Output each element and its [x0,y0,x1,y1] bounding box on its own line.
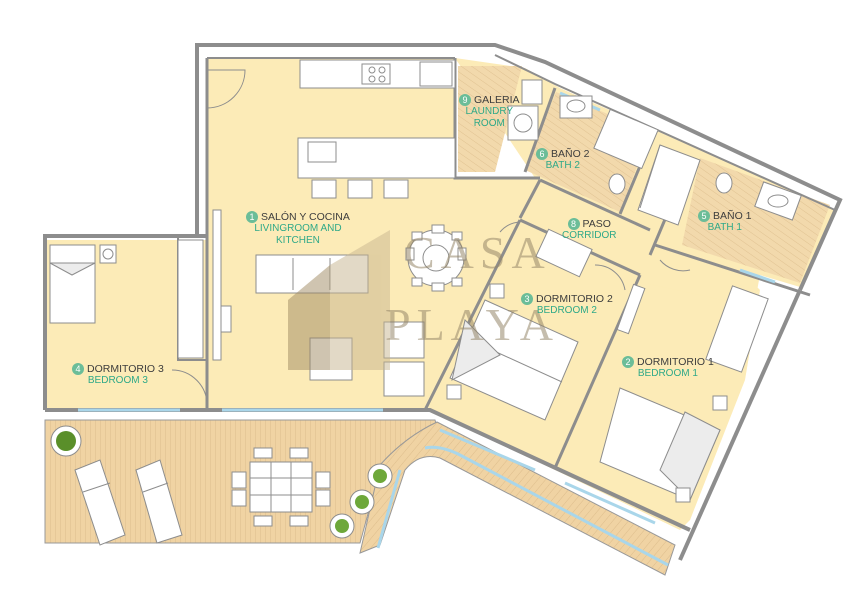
room-name-en: BATH 2 [545,160,580,171]
room-name-es: BAÑO 2 [551,148,590,160]
room-name-en: BEDROOM 3 [87,375,148,386]
laundry-floor [458,66,522,172]
laundry-machine [507,79,543,141]
room-name-en: LIVINGROOM AND [254,223,342,234]
dining-table [405,224,467,292]
windows [78,91,776,525]
room-name-en: CORRIDOR [562,230,617,241]
bed-3 [49,239,204,359]
outdoor-dining [231,447,331,527]
room-name-en-2: ROOM [473,118,505,129]
room-number-badge: 1 [246,211,258,223]
room-number-badge: 3 [521,293,533,305]
room-name-en-2: KITCHEN [276,235,320,246]
watermark-text-2: PLAYA [385,299,560,350]
room-name-es: DORMITORIO 2 [536,293,613,305]
room-name-en: BATH 1 [707,222,742,233]
room-name-en: BEDROOM 2 [536,305,597,316]
bed-2 [446,228,646,421]
room-number-badge: 2 [622,356,634,368]
watermark-text-1: CASA [404,227,551,278]
room-name-es: DORMITORIO 3 [87,363,164,375]
kitchen [297,59,456,199]
bed-1 [599,285,769,503]
room-name-es: BAÑO 1 [713,210,752,222]
room-name-es: GALERIA [474,94,520,106]
doors [171,69,691,406]
bath1-fixtures [637,144,802,226]
sun-loungers [74,459,183,546]
room-name-es: SALÓN Y COCINA [261,211,350,223]
room-name-en: LAUNDRY [465,106,514,117]
room-name-en: BEDROOM 1 [637,368,698,379]
room-name-es: PASO [582,218,611,230]
watermark-logo [288,230,390,370]
room-number-badge: 4 [72,363,84,375]
room-number-badge: 9 [459,94,471,106]
room-number-badge: 5 [698,210,710,222]
bath2-fixtures [559,95,659,195]
room-name-es: DORMITORIO 1 [637,356,714,368]
room-number-badge: 8 [567,218,580,230]
plants [50,425,393,539]
room-number-badge: 6 [536,148,548,160]
